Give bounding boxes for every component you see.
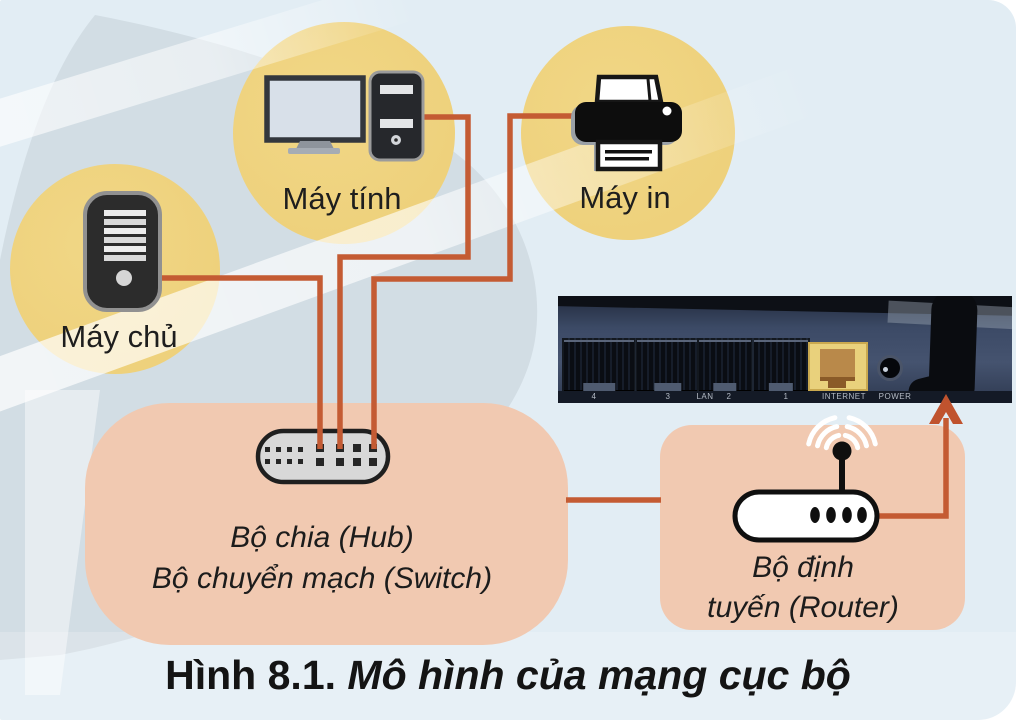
port-label: 3	[665, 392, 671, 401]
lan-port-3	[635, 338, 700, 395]
port-label: INTERNET	[822, 392, 866, 401]
power-jack	[877, 355, 903, 381]
port-label: 2	[726, 392, 732, 401]
hub-label-line2: Bộ chuyển mạch (Switch)	[151, 562, 493, 595]
lan-port-4	[562, 338, 636, 395]
antenna	[927, 296, 979, 403]
photo-bottom-edge	[558, 391, 1012, 403]
printer-label: Máy in	[579, 180, 671, 215]
figure-caption: Hình 8.1. Mô hình của mạng cục bộ	[0, 652, 1016, 699]
port-label: POWER	[878, 392, 912, 401]
hub-label-line1: Bộ chia (Hub)	[230, 521, 414, 554]
internet-port-pins	[820, 349, 855, 388]
router-label-line1: Bộ định	[752, 551, 854, 584]
computer-label: Máy tính	[282, 181, 402, 216]
figure-caption-text: Mô hình của mạng cục bộ	[347, 652, 851, 698]
port-label: LAN	[696, 392, 714, 401]
router-photo: 4 3 LAN 2 1 INTERNET POWER	[558, 296, 1012, 403]
background-bottom-strip	[0, 632, 1016, 720]
figure-caption-number: Hình 8.1.	[165, 652, 337, 698]
port-label: 1	[783, 392, 789, 401]
port-label: 4	[591, 392, 597, 401]
lan-port-1	[752, 338, 810, 395]
hub-switch-label: Bộ chia (Hub) Bộ chuyển mạch (Switch)	[82, 517, 562, 599]
server-label: Máy chủ	[60, 319, 178, 354]
lan-port-2	[697, 338, 753, 395]
router-label-line2: tuyến (Router)	[707, 591, 899, 624]
router-label: Bộ định tuyến (Router)	[663, 548, 943, 628]
internet-port	[808, 342, 868, 391]
